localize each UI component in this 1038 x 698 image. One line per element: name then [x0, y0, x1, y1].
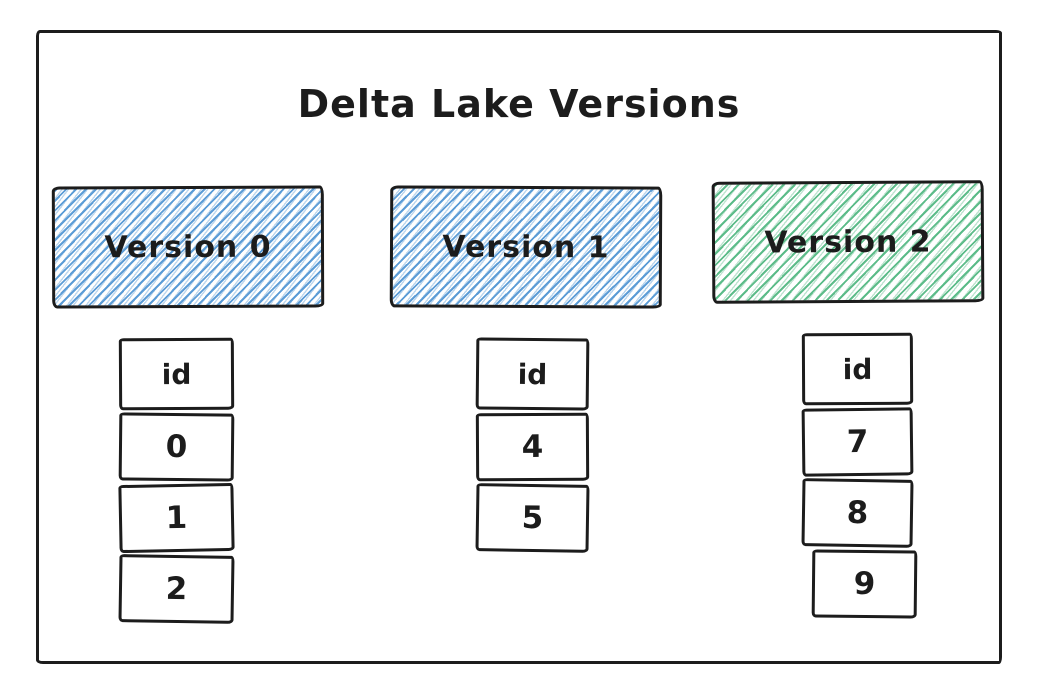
version-0-id-header-cell: id [118, 337, 235, 411]
cell-value: 0 [165, 428, 188, 466]
version-0-box: Version 0 [51, 185, 325, 309]
version-1-id-header-cell: id [475, 337, 590, 411]
cell-value: 2 [165, 570, 188, 608]
version-2-label: Version 2 [764, 223, 932, 261]
cell-value: 8 [846, 494, 869, 532]
version-2-id-header-cell: id [801, 332, 914, 406]
version-1-table: id 4 5 [475, 337, 590, 553]
cell-value: 7 [846, 423, 869, 461]
version-2-row-1: 8 [801, 478, 914, 548]
version-2-row-0: 7 [801, 407, 914, 477]
version-0-table: id 0 1 2 [118, 337, 235, 624]
version-0-row-0: 0 [118, 412, 235, 482]
version-1-row-0: 4 [475, 412, 590, 482]
version-2-row-2: 9 [811, 549, 918, 619]
id-header-label: id [842, 352, 873, 386]
version-1-box: Version 1 [389, 185, 663, 309]
version-2-box: Version 2 [711, 180, 985, 304]
cell-value: 5 [521, 499, 544, 537]
cell-value: 4 [521, 428, 544, 466]
version-0-label: Version 0 [104, 229, 272, 265]
id-header-label: id [161, 357, 192, 391]
version-0-row-1: 1 [118, 482, 235, 554]
version-1-row-1: 5 [475, 483, 590, 553]
version-0-row-2: 2 [118, 554, 235, 624]
cell-value: 9 [853, 565, 876, 603]
cell-value: 1 [165, 499, 188, 537]
id-header-label: id [517, 357, 548, 391]
diagram-frame [36, 30, 1002, 664]
diagram-title: Delta Lake Versions [297, 82, 741, 126]
version-1-label: Version 1 [442, 229, 610, 265]
version-2-table: id 7 8 9 [801, 332, 918, 619]
